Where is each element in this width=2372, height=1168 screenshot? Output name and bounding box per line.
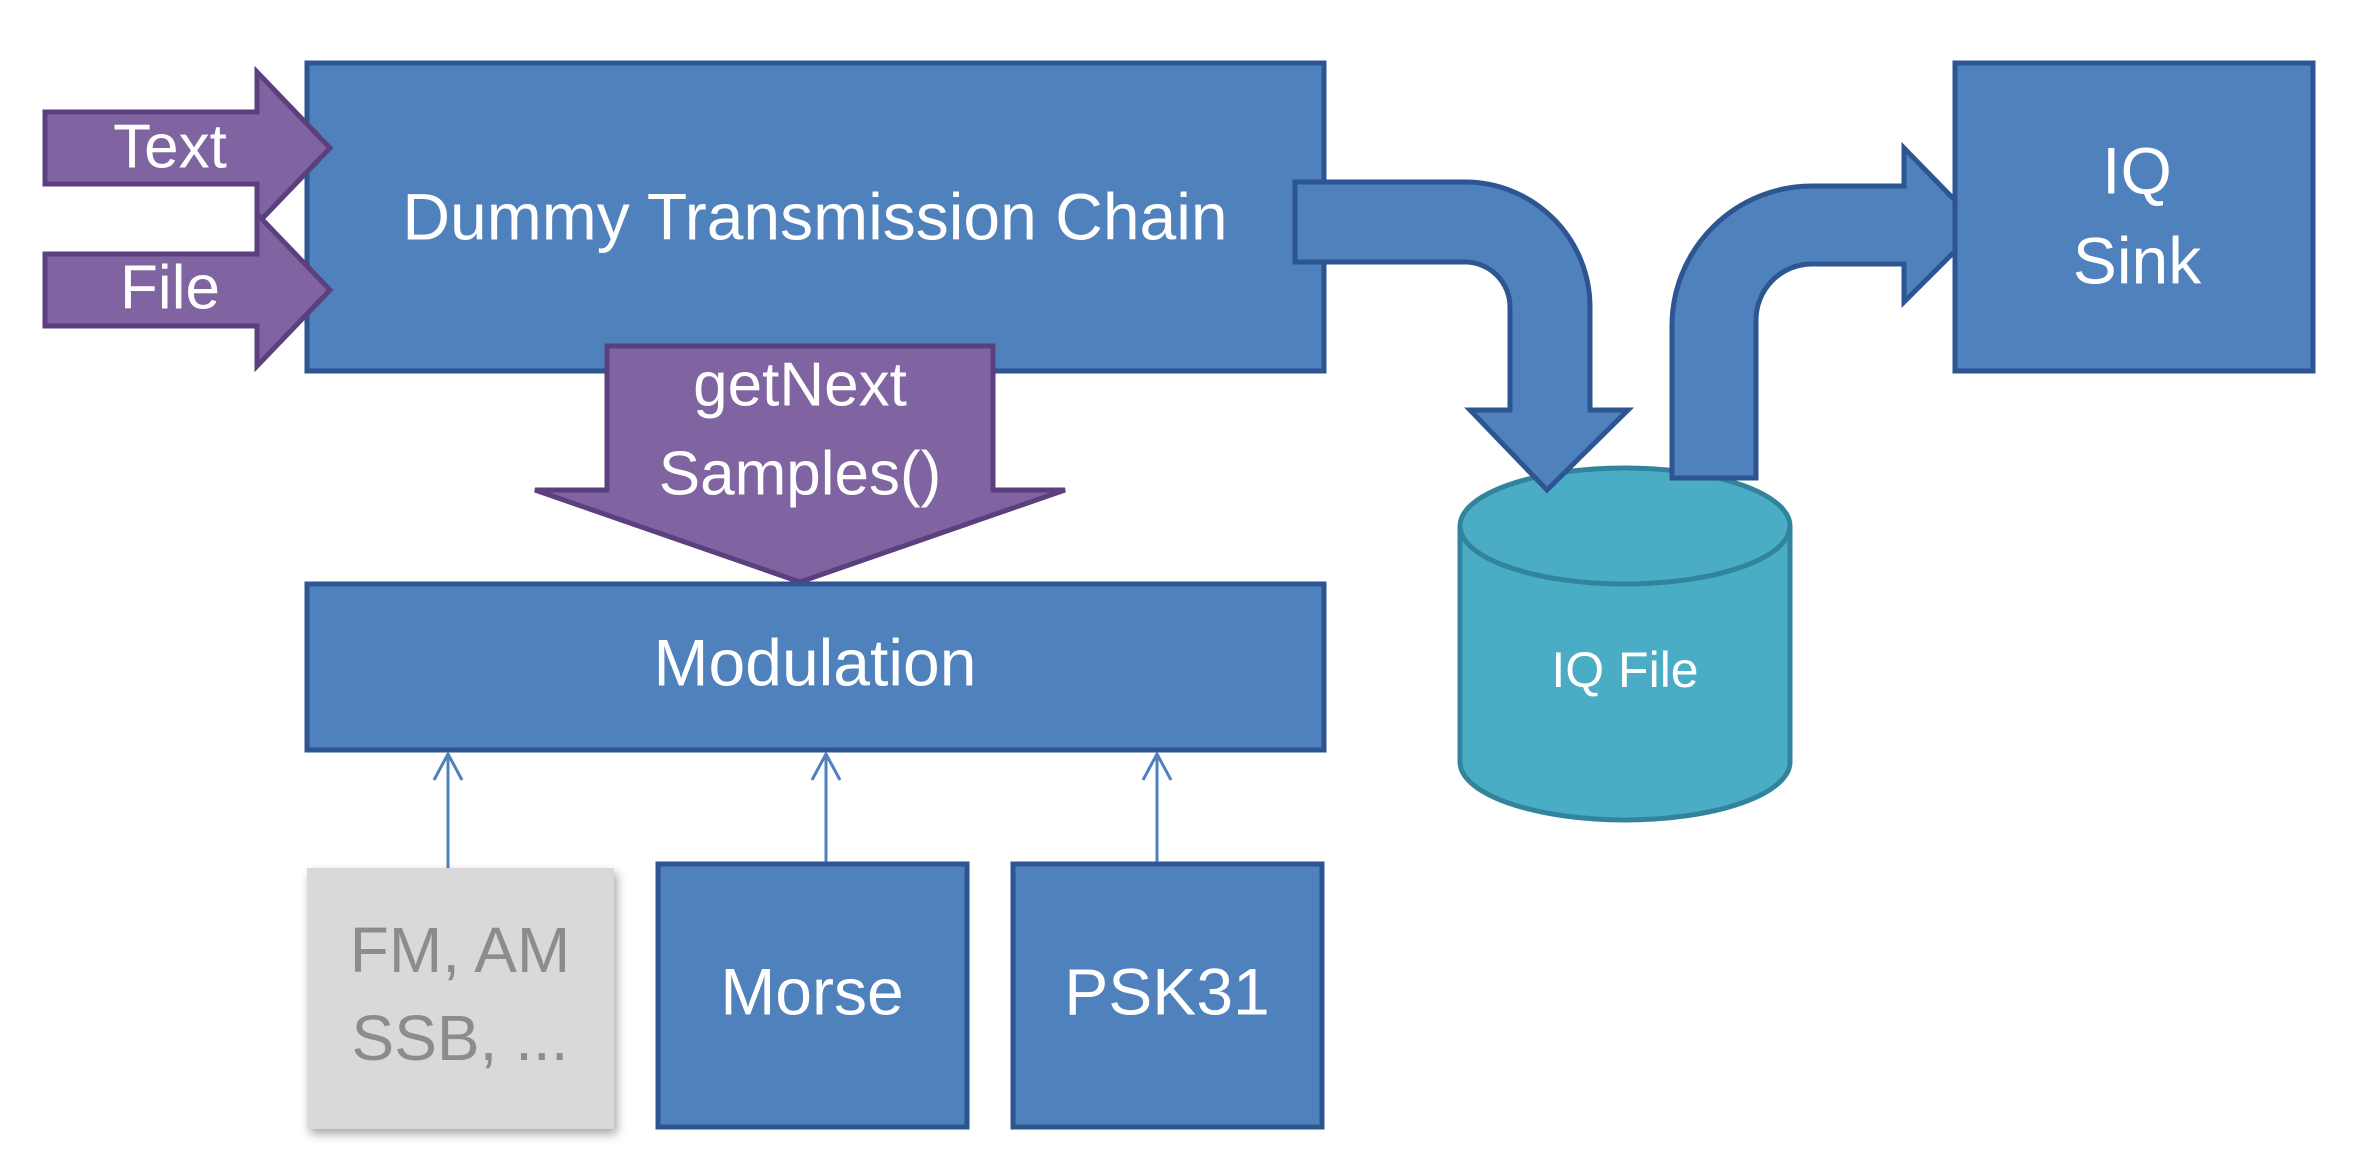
get-next-samples-line2: Samples() (659, 439, 942, 508)
iq-file-cylinder (1457, 465, 1793, 823)
iq-sink-line2: Sink (2073, 223, 2202, 297)
fm-am-ssb-box (307, 868, 614, 1129)
fm-am-label-line1: FM, AM (350, 914, 570, 986)
connector-psk31 (1141, 750, 1173, 868)
iq-file-label: IQ File (1551, 642, 1698, 698)
connector-fm-am (432, 750, 464, 868)
modulation-label: Modulation (654, 625, 977, 699)
iq-sink-box (1952, 60, 2316, 374)
get-next-samples-arrow (534, 343, 1066, 585)
chain-title: Dummy Transmission Chain (402, 179, 1227, 253)
morse-box (655, 861, 970, 1130)
dummy-transmission-chain-box (304, 60, 1327, 374)
psk31-label: PSK31 (1064, 954, 1269, 1028)
morse-label: Morse (720, 954, 903, 1028)
psk31-box (1010, 861, 1325, 1130)
chain-to-file-arrow (1292, 179, 1635, 494)
file-input-label: File (120, 253, 220, 322)
fm-am-label-line2: SSB, ... (352, 1002, 569, 1074)
text-input-arrow (42, 65, 334, 231)
text-input-label: Text (113, 112, 227, 181)
iq-sink-line1: IQ (2102, 133, 2172, 207)
file-to-sink-arrow (1669, 141, 1984, 481)
file-input-arrow (42, 207, 334, 373)
get-next-samples-line1: getNext (693, 350, 907, 419)
modulation-box (304, 581, 1327, 753)
connector-morse (810, 750, 842, 868)
